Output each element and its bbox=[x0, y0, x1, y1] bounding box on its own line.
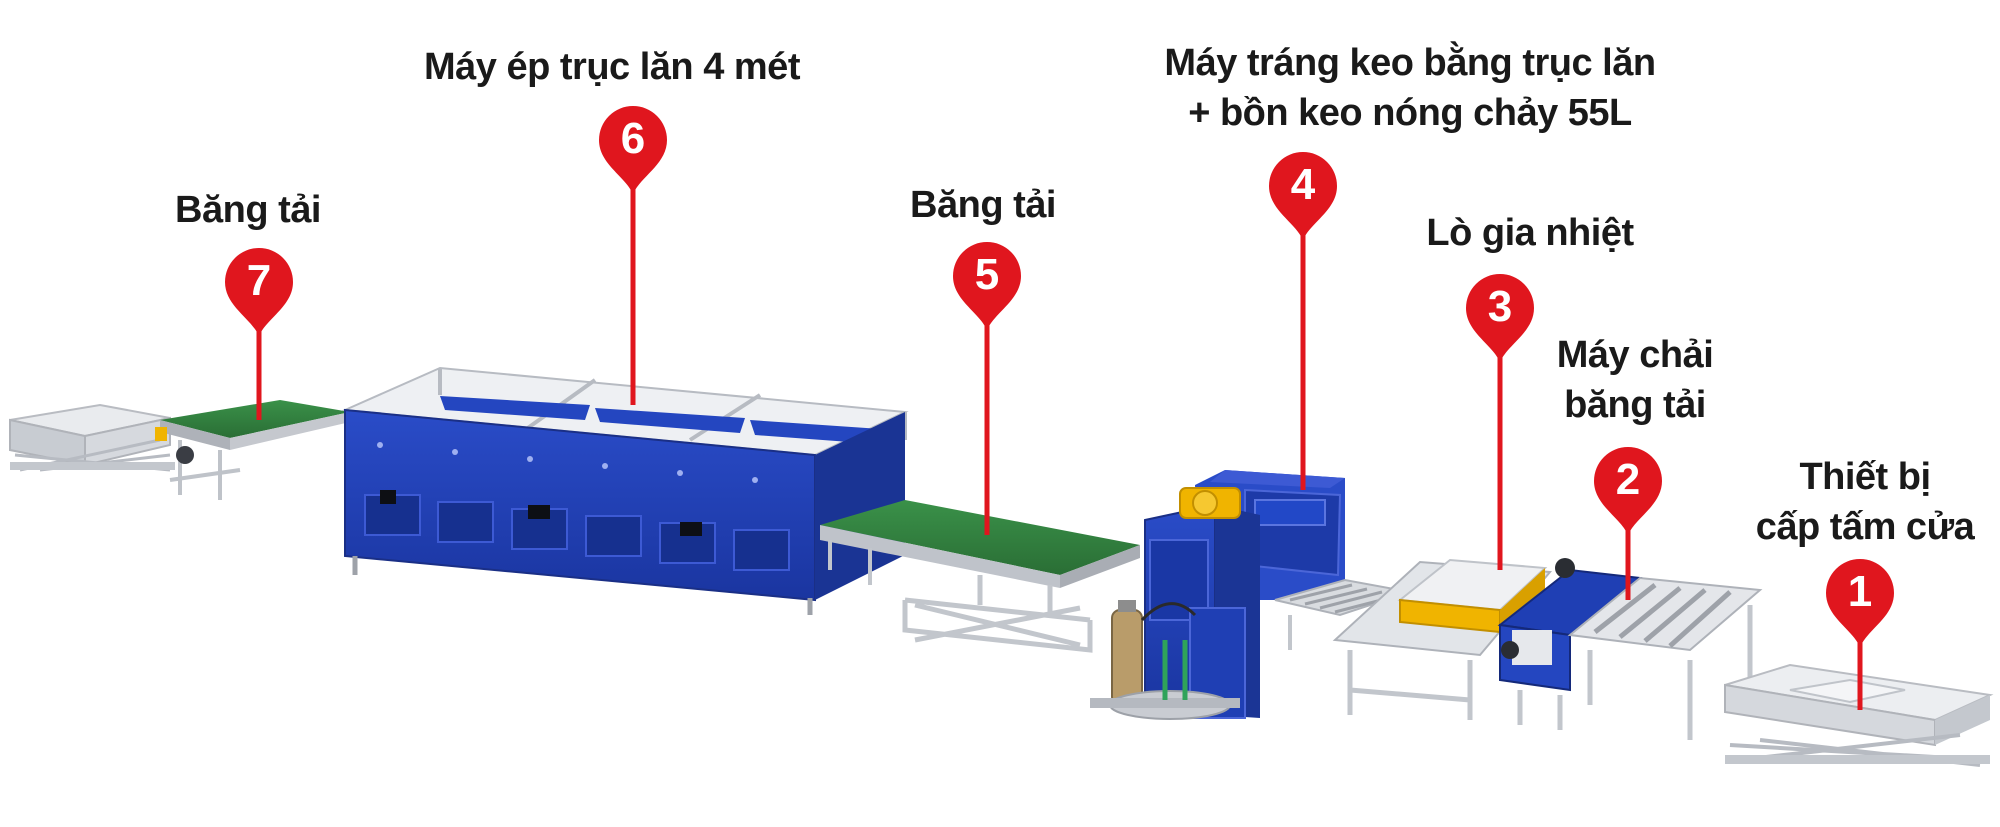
station-label-4: Máy tráng keo bằng trục lăn + bồn keo nó… bbox=[1164, 38, 1655, 138]
station-label-6: Máy ép trục lăn 4 mét bbox=[424, 42, 800, 92]
station-label-1-line-2: cấp tấm cửa bbox=[1756, 502, 1974, 552]
station-label-7-line-1: Băng tải bbox=[175, 185, 321, 235]
callout-stem-6 bbox=[631, 180, 636, 405]
marker-number-6: 6 bbox=[597, 114, 669, 164]
station-label-3: Lò gia nhiệt bbox=[1426, 208, 1633, 258]
marker-pin-5: 5 bbox=[951, 240, 1023, 332]
marker-pin-1: 1 bbox=[1824, 557, 1896, 649]
station-label-5: Băng tải bbox=[910, 180, 1056, 230]
marker-pin-6: 6 bbox=[597, 104, 669, 196]
station-label-4-line-1: Máy tráng keo bằng trục lăn bbox=[1164, 38, 1655, 88]
callout-stem-5 bbox=[985, 315, 990, 535]
station-label-4-line-2: + bồn keo nóng chảy 55L bbox=[1164, 88, 1655, 138]
station-label-1-line-1: Thiết bị bbox=[1756, 452, 1974, 502]
marker-pin-2: 2 bbox=[1592, 445, 1664, 537]
marker-number-7: 7 bbox=[223, 256, 295, 306]
callout-stem-4 bbox=[1301, 225, 1306, 490]
station-label-2: Máy chải băng tải bbox=[1557, 330, 1714, 430]
station-label-5-line-1: Băng tải bbox=[910, 180, 1056, 230]
marker-number-3: 3 bbox=[1464, 282, 1536, 332]
marker-number-5: 5 bbox=[951, 250, 1023, 300]
stacker-left bbox=[10, 405, 175, 470]
station-label-1: Thiết bị cấp tấm cửa bbox=[1756, 452, 1974, 552]
station-label-6-line-1: Máy ép trục lăn 4 mét bbox=[424, 42, 800, 92]
station-label-3-line-1: Lò gia nhiệt bbox=[1426, 208, 1633, 258]
marker-number-1: 1 bbox=[1824, 567, 1896, 617]
roller-press bbox=[345, 368, 905, 615]
station-label-2-line-2: băng tải bbox=[1557, 380, 1714, 430]
marker-pin-3: 3 bbox=[1464, 272, 1536, 364]
station-label-7: Băng tải bbox=[175, 185, 321, 235]
station-label-2-line-1: Máy chải bbox=[1557, 330, 1714, 380]
conveyor-5 bbox=[820, 500, 1140, 650]
marker-number-2: 2 bbox=[1592, 455, 1664, 505]
marker-number-4: 4 bbox=[1267, 160, 1339, 210]
callout-stem-3 bbox=[1498, 345, 1503, 570]
marker-pin-7: 7 bbox=[223, 246, 295, 338]
conveyor-7 bbox=[155, 400, 350, 500]
marker-pin-4: 4 bbox=[1267, 150, 1339, 242]
